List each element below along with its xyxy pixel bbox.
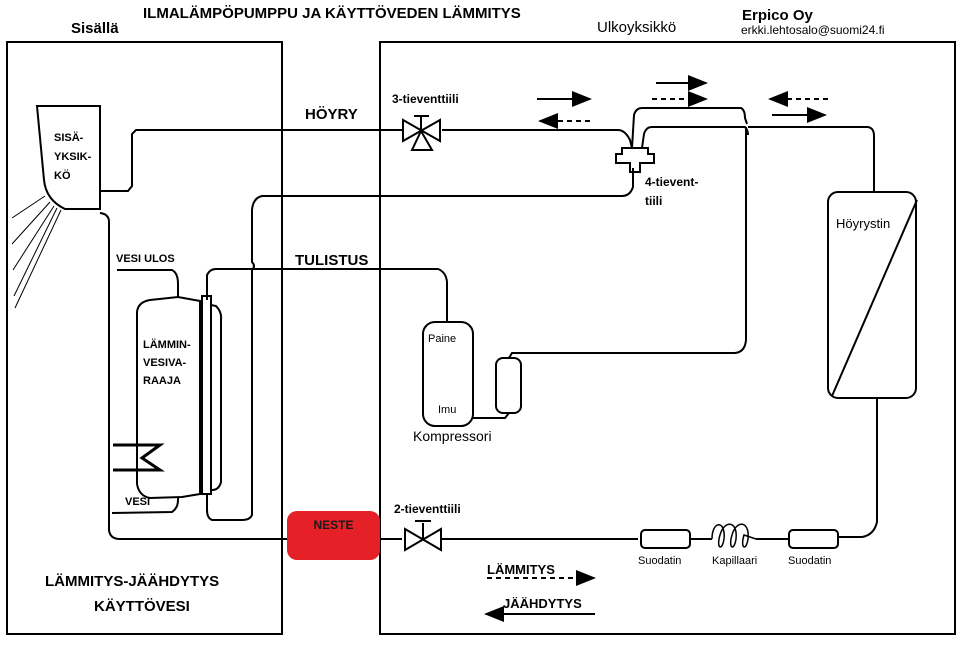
section-outdoor-label: Ulkoyksikkö: [597, 19, 677, 36]
water-heater-label: LÄMMIN- VESIVA- RAAJA: [143, 336, 191, 390]
vapor-pipe: [100, 129, 403, 192]
superheat-pipe: [206, 268, 448, 322]
three-way-valve-label: 3-tieventtiili: [392, 92, 459, 106]
filter-2-shape: [788, 529, 839, 549]
indoor-unit-label-line2: YKSIK-: [54, 151, 92, 163]
water-heater-label-line3: RAAJA: [143, 375, 181, 387]
four-way-valve-label-line2: tiili: [645, 194, 663, 208]
contact-email: erkki.lehtosalo@suomi24.fi: [741, 23, 885, 37]
legend-heating-label: LÄMMITYS: [487, 562, 555, 577]
four-way-valve-label-line1: 4-tievent-: [645, 175, 699, 189]
evaporator-label: Höyrystin: [836, 216, 891, 231]
indoor-unit-label-line3: KÖ: [54, 170, 71, 182]
three-way-valve-shape: [402, 115, 441, 151]
outdoor-area-frame: [379, 41, 956, 635]
indoor-unit-label: SISÄ- YKSIK- KÖ: [54, 129, 91, 186]
four-way-valve-shape: [615, 147, 655, 173]
compressor-label: Kompressori: [413, 428, 492, 444]
two-way-valve-label: 2-tieventtiili: [394, 502, 461, 516]
compressor-pressure-label: Paine: [428, 333, 457, 345]
indoor-area-frame: [6, 41, 283, 635]
filter-2-label: Suodatin: [788, 555, 832, 567]
vapor-pipe-label: HÖYRY: [305, 106, 358, 123]
indoor-footer-line1: LÄMMITYS-JÄÄHDYTYS: [45, 573, 220, 590]
water-heater-tank: [136, 295, 201, 500]
two-way-valve-shape: [404, 520, 442, 552]
diagram-title: ILMALÄMPÖPUMPPU JA KÄYTTÖVEDEN LÄMMITYS: [143, 5, 521, 22]
water-out-label: VESI ULOS: [116, 253, 175, 265]
water-heater-label-line1: LÄMMIN-: [143, 339, 191, 351]
heat-exchanger-rod: [201, 295, 212, 495]
compressor-suction-label: Imu: [438, 404, 457, 416]
company-name: Erpico Oy: [742, 7, 813, 24]
evaporator-body: [827, 191, 917, 399]
four-way-valve-label: 4-tievent- tiili: [645, 173, 698, 211]
liquid-pipe-label: NESTE: [313, 518, 354, 532]
capillary-coil: [711, 523, 757, 548]
liquid-pipe-badge: NESTE: [287, 511, 380, 560]
filter-1-shape: [640, 529, 691, 549]
indoor-footer-line2: KÄYTTÖVESI: [94, 598, 190, 615]
legend-cooling-label: JÄÄHDYTYS: [503, 596, 582, 611]
water-heater-label-line2: VESIVA-: [143, 357, 187, 369]
compressor-body: [422, 321, 474, 427]
section-indoor-label: Sisällä: [71, 20, 119, 37]
water-in-label: VESI: [125, 496, 151, 508]
capillary-label: Kapillaari: [712, 555, 758, 567]
indoor-unit-shape: [35, 105, 101, 210]
indoor-unit-label-line1: SISÄ-: [54, 132, 84, 144]
superheat-pipe-label: TULISTUS: [295, 252, 369, 269]
accumulator: [495, 357, 522, 414]
filter-1-label: Suodatin: [638, 555, 682, 567]
